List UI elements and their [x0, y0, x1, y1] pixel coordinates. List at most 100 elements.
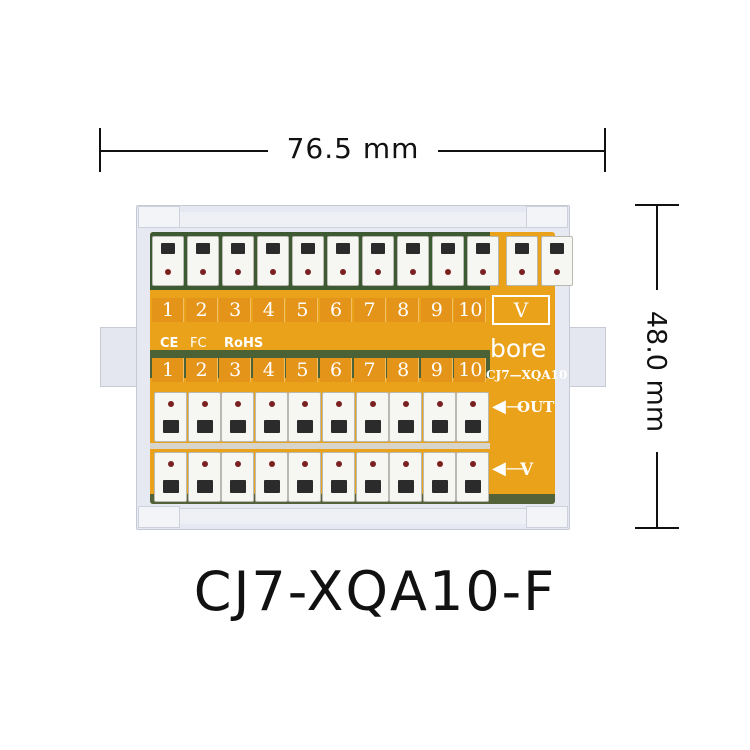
terminal-pin	[369, 401, 376, 407]
terminal-slot	[431, 420, 448, 433]
lower-number-cell	[286, 358, 319, 382]
terminal-pin	[168, 461, 174, 467]
v-terminal	[254, 452, 288, 502]
terminal-pin	[554, 269, 560, 275]
lower-number-cell	[387, 358, 420, 382]
upper-number-cell	[320, 298, 352, 322]
terminal-slot	[550, 243, 564, 254]
upper-number-cell	[152, 298, 184, 322]
terminal-pin	[165, 269, 171, 275]
terminal-pin	[268, 401, 275, 407]
lower-channel-number: 6	[329, 359, 343, 381]
upper-channel-number: 6	[329, 299, 343, 321]
terminal-slot	[196, 243, 210, 254]
out-terminal	[254, 392, 288, 442]
lower-channel-number: 8	[397, 359, 410, 381]
top-terminal	[432, 236, 464, 286]
terminal-slot	[196, 480, 213, 493]
terminal-slot	[364, 480, 381, 493]
terminal-pin	[436, 401, 443, 407]
lower-channel-number: 7	[363, 359, 376, 381]
lower-number-cell	[420, 358, 453, 382]
lower-channel-number: 5	[296, 359, 309, 381]
lower-number-cell	[219, 358, 252, 382]
lower-number-cell	[454, 358, 487, 382]
terminal-slot	[230, 480, 247, 493]
terminal-slot	[161, 243, 175, 254]
terminal-pin	[302, 461, 309, 467]
width-dim-right-tick	[604, 128, 606, 172]
height-dim-bottom-tick	[635, 527, 679, 529]
lower-number-cell	[252, 358, 285, 382]
upper-channel-number: 5	[296, 299, 309, 321]
fc-mark: FC	[190, 336, 207, 351]
lower-channel-number: 1	[161, 359, 175, 381]
upper-channel-number: 8	[397, 299, 410, 321]
top-terminal	[152, 236, 184, 286]
upper-number-cell	[454, 298, 487, 322]
upper-number-cell	[252, 298, 285, 322]
out-pin-strip	[150, 443, 490, 449]
rail-tab-right	[566, 327, 606, 387]
terminal-pin	[270, 269, 276, 275]
top-terminal	[187, 236, 219, 286]
terminal-pin	[375, 269, 381, 275]
out-arrow-icon: ◀—	[492, 396, 524, 417]
lower-number-cell	[185, 358, 218, 382]
upper-channel-number: 9	[430, 299, 443, 321]
terminal-pin	[445, 269, 451, 275]
terminal-slot	[231, 243, 245, 254]
top-terminal	[257, 236, 289, 286]
brand-logo: bore	[490, 334, 547, 363]
out-terminal	[355, 392, 389, 442]
housing-clip-bottom	[178, 508, 528, 524]
upper-number-cell	[185, 298, 218, 322]
top-terminal	[222, 236, 254, 286]
terminal-slot	[336, 243, 350, 254]
terminal-slot	[398, 480, 415, 493]
lower-channel-number: 2	[195, 359, 208, 381]
lower-channel-number: 9	[430, 359, 443, 381]
terminal-pin	[201, 401, 208, 407]
v-terminal	[389, 452, 423, 502]
housing-clip-top	[178, 212, 528, 228]
top-terminal	[292, 236, 324, 286]
top-terminal	[327, 236, 359, 286]
terminal-slot	[465, 420, 482, 433]
top-terminal	[506, 236, 538, 286]
terminal-pin	[410, 269, 416, 275]
height-dim-label: 48.0 mm	[640, 310, 672, 433]
v-terminal	[456, 452, 490, 502]
out-terminal	[187, 392, 221, 442]
upper-channel-number: 1	[161, 299, 175, 321]
upper-number-cell	[420, 298, 453, 322]
corner-cap-br	[526, 506, 568, 528]
rohs-mark: RoHS	[224, 336, 264, 351]
top-terminal	[397, 236, 429, 286]
terminal-pin	[519, 269, 525, 275]
terminal-slot	[476, 243, 490, 254]
corner-cap-tr	[526, 206, 568, 228]
out-terminal	[221, 392, 255, 442]
top-terminal	[467, 236, 499, 286]
lower-channel-number: 4	[262, 359, 275, 381]
terminal-slot	[515, 243, 529, 254]
lower-number-cell	[320, 358, 352, 382]
out-terminal	[422, 392, 456, 442]
terminal-slot	[398, 420, 415, 433]
height-dim-line-bottom	[656, 452, 658, 528]
v-terminal	[187, 452, 221, 502]
terminal-pin	[235, 461, 242, 467]
terminal-pin	[168, 401, 174, 407]
terminal-pin	[302, 401, 309, 407]
terminal-pin	[403, 401, 410, 407]
terminal-slot	[297, 420, 314, 433]
terminal-slot	[465, 480, 482, 493]
terminal-slot	[263, 420, 280, 433]
lower-number-cell	[353, 358, 386, 382]
v-terminal	[154, 452, 187, 502]
v-terminal	[288, 452, 322, 502]
terminal-slot	[196, 420, 213, 433]
ce-mark: CE	[160, 336, 179, 351]
terminal-slot	[371, 243, 385, 254]
